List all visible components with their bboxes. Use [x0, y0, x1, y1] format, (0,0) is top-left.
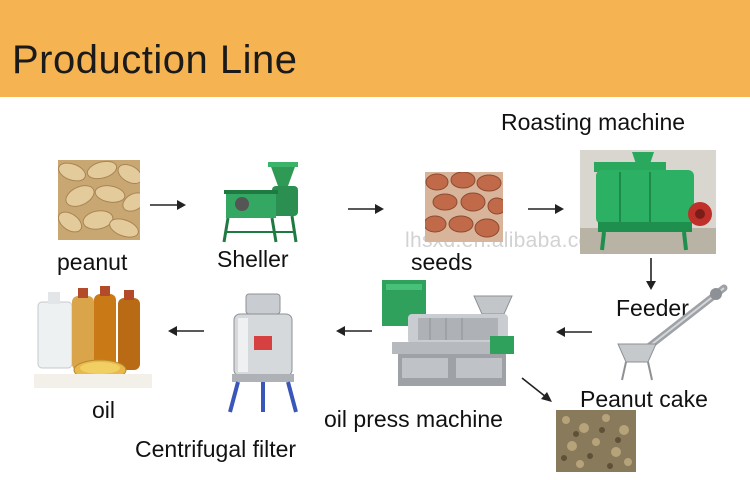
arrow-down: [646, 258, 656, 290]
oil-label: oil: [92, 397, 116, 423]
oil-bottles-image: [34, 286, 152, 388]
arrow-right-2: [348, 204, 384, 214]
centrifugal-filter-image: [228, 293, 298, 413]
sheller-label: Sheller: [217, 246, 289, 272]
oil-press-machine-label: oil press machine: [324, 406, 503, 432]
arrow-right-1: [150, 200, 186, 210]
page-title: Production Line: [12, 38, 298, 82]
roasting-machine-label: Roasting machine: [501, 109, 686, 135]
peanut-cake-label: Peanut cake: [580, 386, 708, 412]
arrow-left-1: [556, 327, 592, 337]
sheller-image: [222, 162, 298, 243]
feeder-image: [617, 284, 728, 381]
centrifugal-filter-label: Centrifugal filter: [135, 436, 297, 462]
seeds-image: [425, 172, 503, 242]
roasting-machine-image: [580, 150, 716, 254]
feeder-label: Feeder: [616, 295, 689, 321]
arrow-left-2: [336, 326, 372, 336]
arrow-diagonal: [521, 377, 552, 402]
seeds-label: seeds: [411, 249, 473, 275]
arrow-left-3: [168, 326, 204, 336]
header-banner: Production Line: [0, 0, 750, 97]
arrow-right-3: [528, 204, 564, 214]
peanut-image: [58, 160, 140, 240]
peanut-label: peanut: [57, 249, 128, 275]
peanut-cake-image: [556, 410, 636, 472]
oil-press-machine-image: [382, 280, 514, 386]
